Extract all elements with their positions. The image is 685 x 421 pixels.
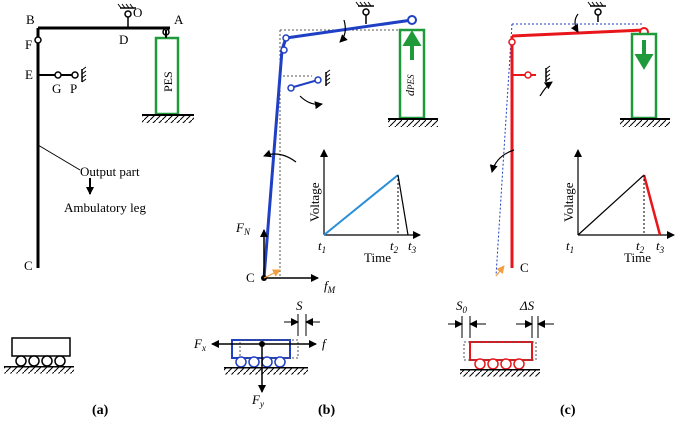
ground-pes (142, 116, 194, 123)
label-f: F (25, 37, 32, 52)
ylabel-b: Voltage (307, 182, 322, 222)
f-label: f (322, 336, 328, 351)
xlabel-c: Time (624, 250, 651, 265)
label-c-c: C (520, 260, 529, 275)
rotation-arrow-icon (489, 149, 515, 173)
fn-label: FN (235, 220, 251, 237)
voltage-ramp-line (323, 174, 399, 236)
label-a: A (174, 12, 184, 27)
voltage-drop-line (642, 174, 662, 236)
ground-p-icon (81, 66, 87, 83)
pes-label: PES (161, 71, 175, 92)
pivot-o-icon (587, 1, 606, 22)
t2-b: t2 (390, 238, 399, 255)
label-b: B (26, 12, 35, 27)
panel-a: B O A D F E G P C PES Output part Ambula… (4, 3, 194, 418)
delta-s-label: ΔS (519, 298, 535, 313)
pivot-o-icon (117, 3, 136, 28)
caption-b: (b) (318, 403, 335, 418)
label-c-b: C (246, 270, 255, 285)
t1-c: t1 (566, 238, 574, 255)
caption-a: (a) (92, 403, 109, 418)
label-p: P (70, 81, 77, 96)
dpes-label: dPES (403, 74, 417, 96)
deformed-mechanism-red (511, 28, 645, 38)
ground-p-icon (545, 65, 551, 82)
ambulatory-leg-label: Ambulatory leg (64, 200, 146, 215)
label-o: O (133, 5, 142, 20)
output-part-label: Output part (80, 164, 140, 179)
rotation-arrow-icon (570, 13, 579, 33)
t3-c: t3 (656, 238, 665, 255)
label-d: D (119, 32, 128, 47)
voltage-graph-b (320, 149, 421, 239)
rotation-arrow-icon (539, 81, 553, 97)
panel-c: C Voltage Time t1 t2 t3 S0 ΔS (c) (448, 1, 675, 418)
s-label: S (296, 298, 303, 313)
down-arrow-icon (634, 40, 654, 70)
xlabel-b: Time (364, 250, 391, 265)
joint-p (71, 71, 79, 79)
ylabel-c: Voltage (561, 182, 576, 222)
fm-label: fM (324, 278, 336, 295)
fx-label: Fx (193, 336, 206, 353)
rotation-arrow-icon (339, 19, 348, 43)
joint-g (54, 71, 62, 79)
caption-c: (c) (560, 403, 576, 418)
t3-b: t3 (408, 238, 417, 255)
rotation-arrow-icon (299, 95, 323, 110)
t2-c: t2 (636, 238, 645, 255)
cart-c (469, 341, 533, 361)
s0-label: S0 (456, 298, 468, 315)
voltage-graph-c (574, 149, 675, 239)
rotation-arrow-icon (263, 149, 297, 163)
label-c: C (24, 258, 33, 273)
cart-a (11, 337, 71, 357)
joint-f (34, 36, 42, 44)
fy-label: Fy (251, 392, 264, 409)
label-e: E (25, 67, 33, 82)
t1-b: t1 (318, 238, 326, 255)
ground-p-icon (325, 69, 331, 86)
label-g: G (52, 81, 61, 96)
panel-b: dPES FN fM C Voltage Time t1 t2 t3 S Fx … (193, 1, 438, 418)
up-arrow-icon (402, 30, 422, 60)
pivot-o-icon (355, 1, 374, 24)
